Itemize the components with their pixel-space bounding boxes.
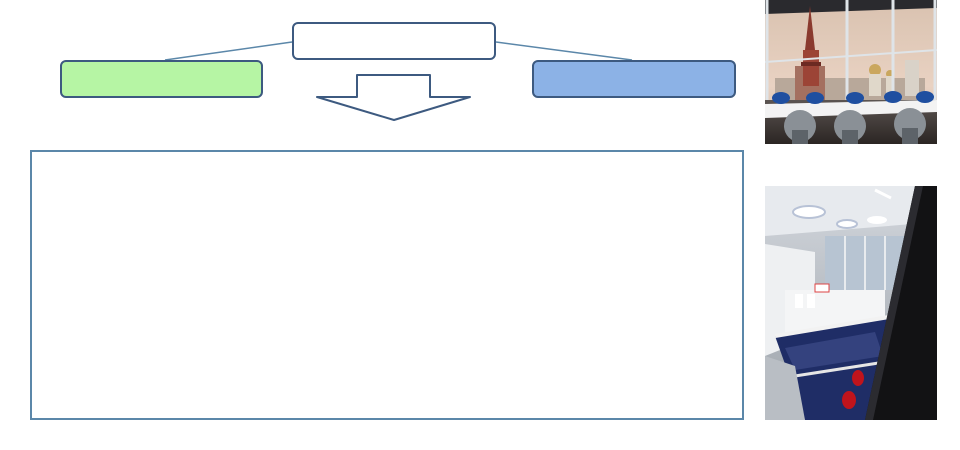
office-atrium-photo — [765, 186, 937, 420]
left-node-box — [60, 60, 263, 98]
right-node-box — [532, 60, 736, 98]
connector-line-right — [495, 41, 633, 61]
down-arrow-icon — [316, 74, 471, 121]
content-box — [30, 150, 744, 420]
top-node-box — [292, 22, 496, 60]
connector-line-left — [164, 41, 293, 61]
conference-room-photo — [765, 0, 937, 144]
